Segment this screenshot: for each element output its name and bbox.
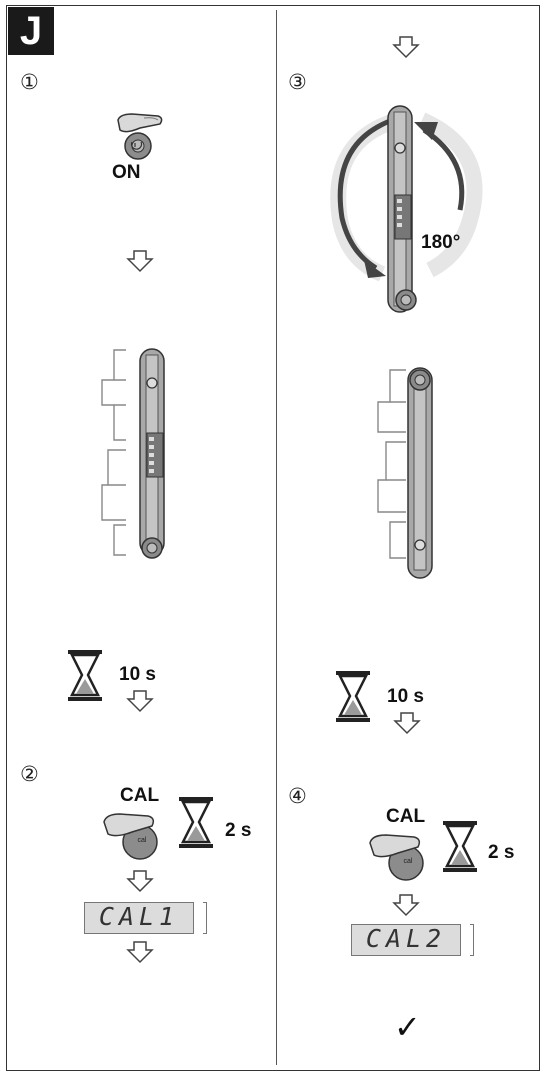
lcd-display-edge <box>470 924 474 956</box>
column-divider <box>276 10 277 1065</box>
lcd-display: CAL1 <box>84 902 194 934</box>
rotation-label: 180° <box>421 232 461 253</box>
svg-text:cal: cal <box>138 837 147 844</box>
step-number-3: ③ <box>288 70 307 94</box>
step-number-4: ④ <box>288 784 307 808</box>
down-arrow-icon <box>126 690 154 713</box>
hourglass-icon <box>68 650 102 701</box>
level-device-on-wall-icon <box>377 367 433 579</box>
down-arrow-icon <box>126 870 154 893</box>
level-device-on-wall-icon <box>101 348 165 559</box>
hold-time-label: 2 s <box>488 842 515 863</box>
svg-text:cal: cal <box>404 858 413 865</box>
down-arrow-icon <box>393 712 421 735</box>
down-arrow-icon <box>126 941 154 964</box>
hourglass-icon <box>443 821 477 872</box>
cal-button-hand-icon: cal <box>369 834 424 881</box>
section-badge: J <box>8 7 54 55</box>
cal-label: CAL <box>120 785 160 806</box>
hourglass-icon <box>179 797 213 848</box>
lcd-display-edge <box>203 902 207 934</box>
rotate-180-icon <box>330 105 483 313</box>
down-arrow-icon <box>392 894 420 917</box>
down-arrow-icon <box>126 250 154 273</box>
hourglass-icon <box>336 671 370 722</box>
step-number-1: ① <box>20 70 39 94</box>
cal-label: CAL <box>386 806 426 827</box>
page-frame <box>6 5 540 1071</box>
step-number-2: ② <box>20 762 39 786</box>
cal-button-hand-icon: cal <box>103 813 158 860</box>
hold-time-label: 2 s <box>225 820 252 841</box>
wait-time-label: 10 s <box>387 686 424 707</box>
on-label: ON <box>112 162 141 183</box>
down-arrow-icon <box>392 36 420 59</box>
lcd-display: CAL2 <box>351 924 461 956</box>
power-button-hand-icon <box>117 113 163 160</box>
checkmark-icon: ✓ <box>394 1008 421 1046</box>
wait-time-label: 10 s <box>119 664 156 685</box>
